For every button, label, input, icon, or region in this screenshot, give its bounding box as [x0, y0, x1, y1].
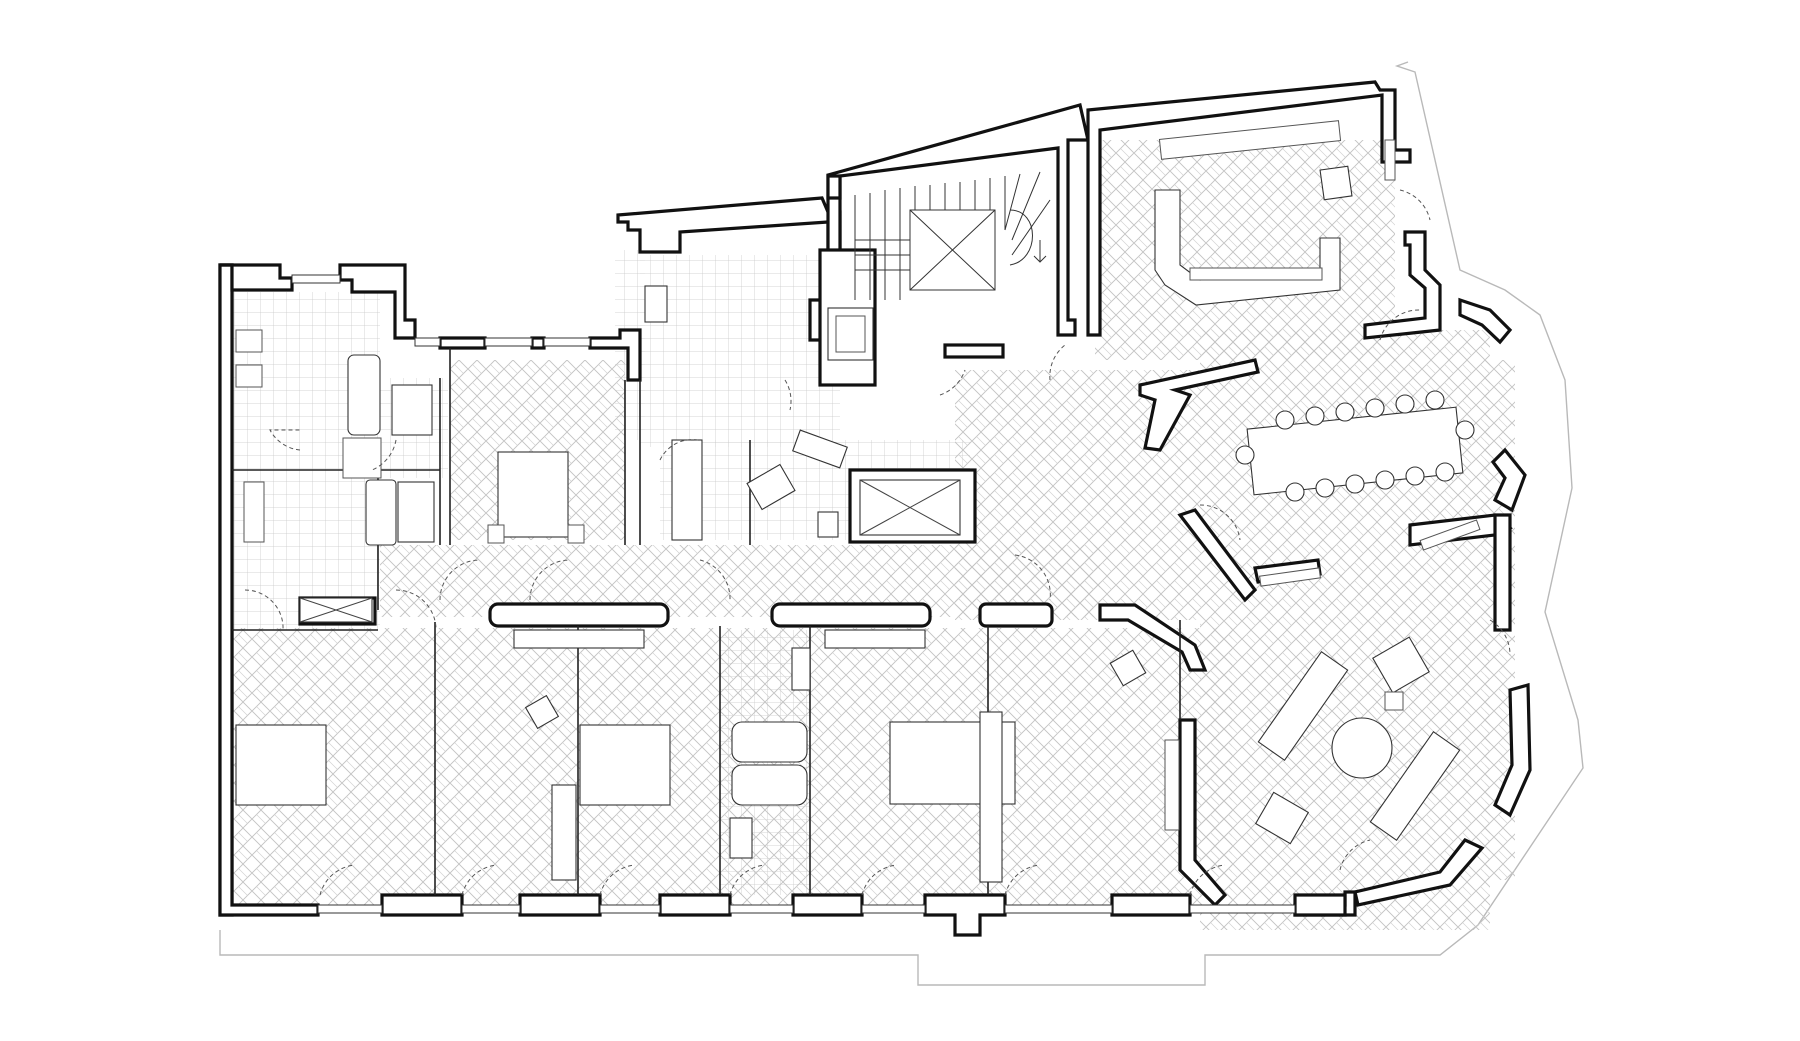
toilet-icon: [817, 511, 839, 538]
bathtub-icon: [731, 721, 808, 763]
left-bathroom: [235, 329, 435, 623]
bed-icon: [235, 724, 327, 806]
window: [484, 337, 533, 347]
window: [599, 904, 661, 914]
sofa-icon: [1369, 731, 1461, 841]
desk-icon: [979, 711, 1003, 883]
bathtub-icon: [347, 354, 381, 436]
armchair-icon: [1372, 636, 1430, 694]
door-swing-icon: [461, 864, 498, 896]
bedroom-center-left: [513, 629, 671, 881]
window: [291, 274, 341, 284]
door-swing-icon: [1199, 504, 1241, 541]
door-swing-icon: [1014, 554, 1051, 601]
window: [461, 904, 521, 914]
armchair-icon: [1319, 165, 1353, 201]
shower-icon: [746, 463, 796, 511]
door-swing-icon: [1189, 864, 1226, 896]
door-swing-icon: [1339, 839, 1371, 871]
sink-icon: [791, 647, 811, 691]
round-table-icon: [1331, 717, 1393, 779]
salon: [1254, 636, 1461, 845]
desk-icon: [551, 784, 577, 881]
door-swing-icon: [529, 559, 571, 601]
window: [1004, 904, 1113, 914]
windows: [291, 274, 1296, 914]
lift: [827, 307, 874, 361]
bedroom-top: [487, 451, 585, 544]
dining-room: [1235, 390, 1481, 587]
door-swing-icon: [861, 864, 898, 896]
dining-chairs: [1235, 390, 1475, 502]
armchair-icon: [524, 694, 560, 730]
door-swing-icon: [599, 864, 636, 896]
door-swing-icon: [729, 864, 766, 896]
bed-icon: [579, 724, 671, 806]
door-swing-icon: [395, 589, 437, 629]
armchair-icon: [1254, 791, 1310, 845]
armchair-icon: [1109, 649, 1147, 687]
living-room: [1154, 120, 1396, 306]
bathtub-icon: [731, 764, 808, 806]
window: [414, 337, 441, 347]
terrace-outline: [219, 61, 1584, 986]
door-swing-icon: [319, 864, 356, 896]
kitchen-service: [644, 285, 961, 541]
door-swing-icon: [784, 379, 792, 411]
window: [543, 337, 591, 347]
bedroom-left: [235, 724, 327, 806]
door-swing-icon: [269, 429, 301, 451]
sofa-icon: [1257, 651, 1349, 761]
window: [1189, 904, 1296, 914]
toilet-icon: [729, 817, 753, 859]
bed-icon: [497, 451, 569, 538]
sink-icon: [391, 384, 433, 436]
door-swing-icon: [939, 369, 966, 396]
floor-finishes: [232, 140, 1515, 930]
staircase: [854, 171, 1051, 300]
window: [729, 904, 794, 914]
door-swing-icon: [1489, 619, 1511, 656]
toilet-icon: [397, 481, 435, 543]
stair-direction-arrow: [1033, 240, 1047, 263]
door-swing-icon: [1049, 344, 1066, 381]
bathroom-center: [729, 647, 811, 859]
door-swing-icon: [244, 589, 284, 631]
door-swing-icon: [659, 439, 699, 461]
door-swing-icon: [439, 559, 481, 601]
door-swing-icon: [1399, 189, 1431, 221]
door-swings: [244, 189, 1511, 896]
window: [317, 904, 383, 914]
door-swing-icon: [1004, 864, 1041, 896]
door-swing-icon: [371, 439, 397, 471]
bedroom-center-right: [824, 629, 1180, 883]
window: [861, 904, 926, 914]
